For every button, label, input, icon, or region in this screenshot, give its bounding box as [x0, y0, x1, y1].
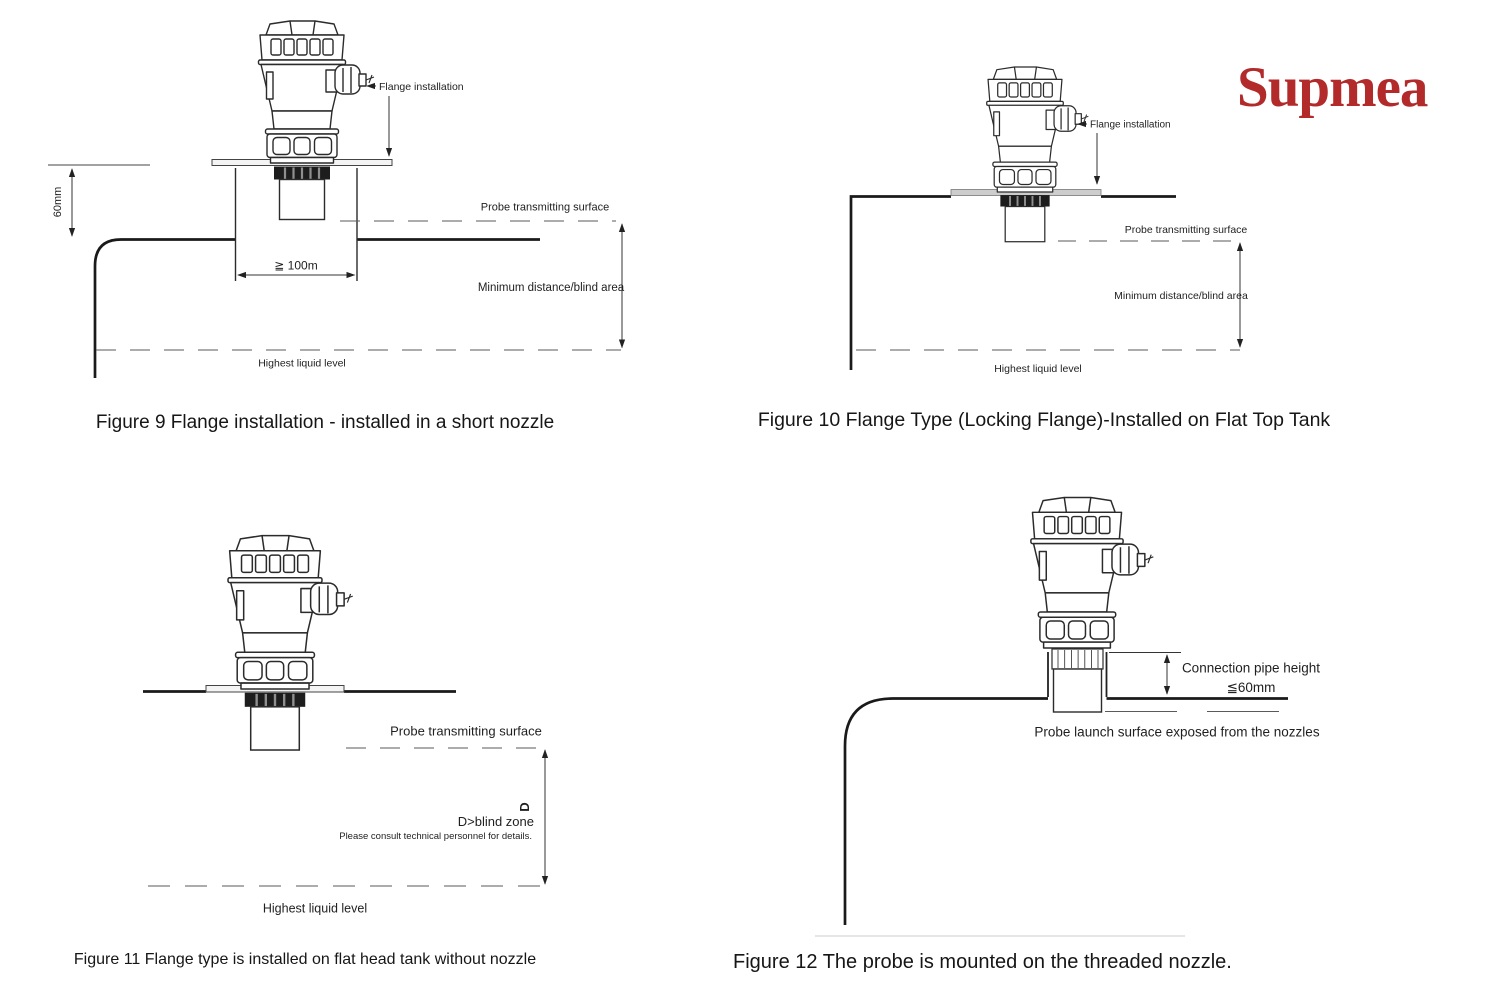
fig9-60mm-label: 60mm [52, 187, 64, 218]
fig11-consult-note: Please consult technical personnel for d… [339, 831, 532, 842]
fig9-nozzle-walls [234, 168, 358, 281]
supmea-logo: Supmea [1237, 56, 1428, 119]
fig9-sensor [257, 20, 375, 164]
fig11-sensor-probe [243, 691, 307, 752]
fig12-probe [1052, 668, 1103, 713]
figure9-diagram: 60mm ≧ 100m Probe transmitting surface M… [48, 20, 626, 378]
fig11-sensor [227, 534, 354, 690]
fig11-probe-surface-label: Probe transmitting surface [390, 724, 542, 739]
fig12-probe-exposed-label: Probe launch surface exposed from the no… [1034, 725, 1319, 740]
figure12-diagram: Connection pipe height ≦60mm Probe launc… [815, 496, 1320, 937]
figure9-caption: Figure 9 Flange installation - installed… [95, 412, 555, 433]
fig10-min-distance-label: Minimum distance/blind area [1114, 290, 1248, 302]
figure12-caption: Figure 12 The probe is mounted on the th… [733, 951, 1232, 973]
fig9-sensor-probe [272, 165, 332, 221]
fig9-probe-surface-label: Probe transmitting surface [481, 202, 609, 214]
fig11-highest-level-label: Highest liquid level [263, 902, 367, 916]
fig11-blind-zone-label: D>blind zone [458, 814, 534, 829]
figure10-caption: Figure 10 Flange Type (Locking Flange)-I… [757, 409, 1331, 431]
fig11-d-dim-label: D [517, 802, 532, 811]
figure11-diagram: Probe transmitting surface D D>blind zon… [143, 534, 549, 916]
fig12-thread-hatch [1057, 650, 1099, 668]
fig10-sensor-probe [999, 194, 1051, 243]
fig12-pipe-height-value: ≦60mm [1227, 680, 1276, 695]
fig12-threaded-section [1051, 648, 1104, 670]
fig9-100m-label: ≧ 100m [274, 259, 317, 273]
figure10-diagram: Flange installation Probe transmitting s… [849, 66, 1248, 375]
fig10-tank-outline [849, 195, 951, 370]
fig12-pipe-height-label: Connection pipe height [1182, 661, 1320, 676]
fig9-highest-level-label: Highest liquid level [258, 358, 346, 370]
figure11-caption: Figure 11 Flange type is installed on fl… [73, 951, 537, 968]
fig10-probe-surface-label: Probe transmitting surface [1125, 224, 1248, 236]
fig10-flange-callout-label: Flange installation [1090, 120, 1171, 131]
fig12-sensor [1030, 496, 1155, 649]
fig9-flange-callout-label: Flange installation [379, 81, 464, 93]
fig12-nozzle-walls [1047, 652, 1108, 697]
fig12-tank-outline [843, 697, 1048, 925]
fig9-min-distance-label: Minimum distance/blind area [478, 282, 625, 294]
fig10-highest-level-label: Highest liquid level [994, 363, 1082, 375]
fig10-sensor [986, 66, 1089, 193]
fig9-tank-outline [93, 238, 236, 378]
